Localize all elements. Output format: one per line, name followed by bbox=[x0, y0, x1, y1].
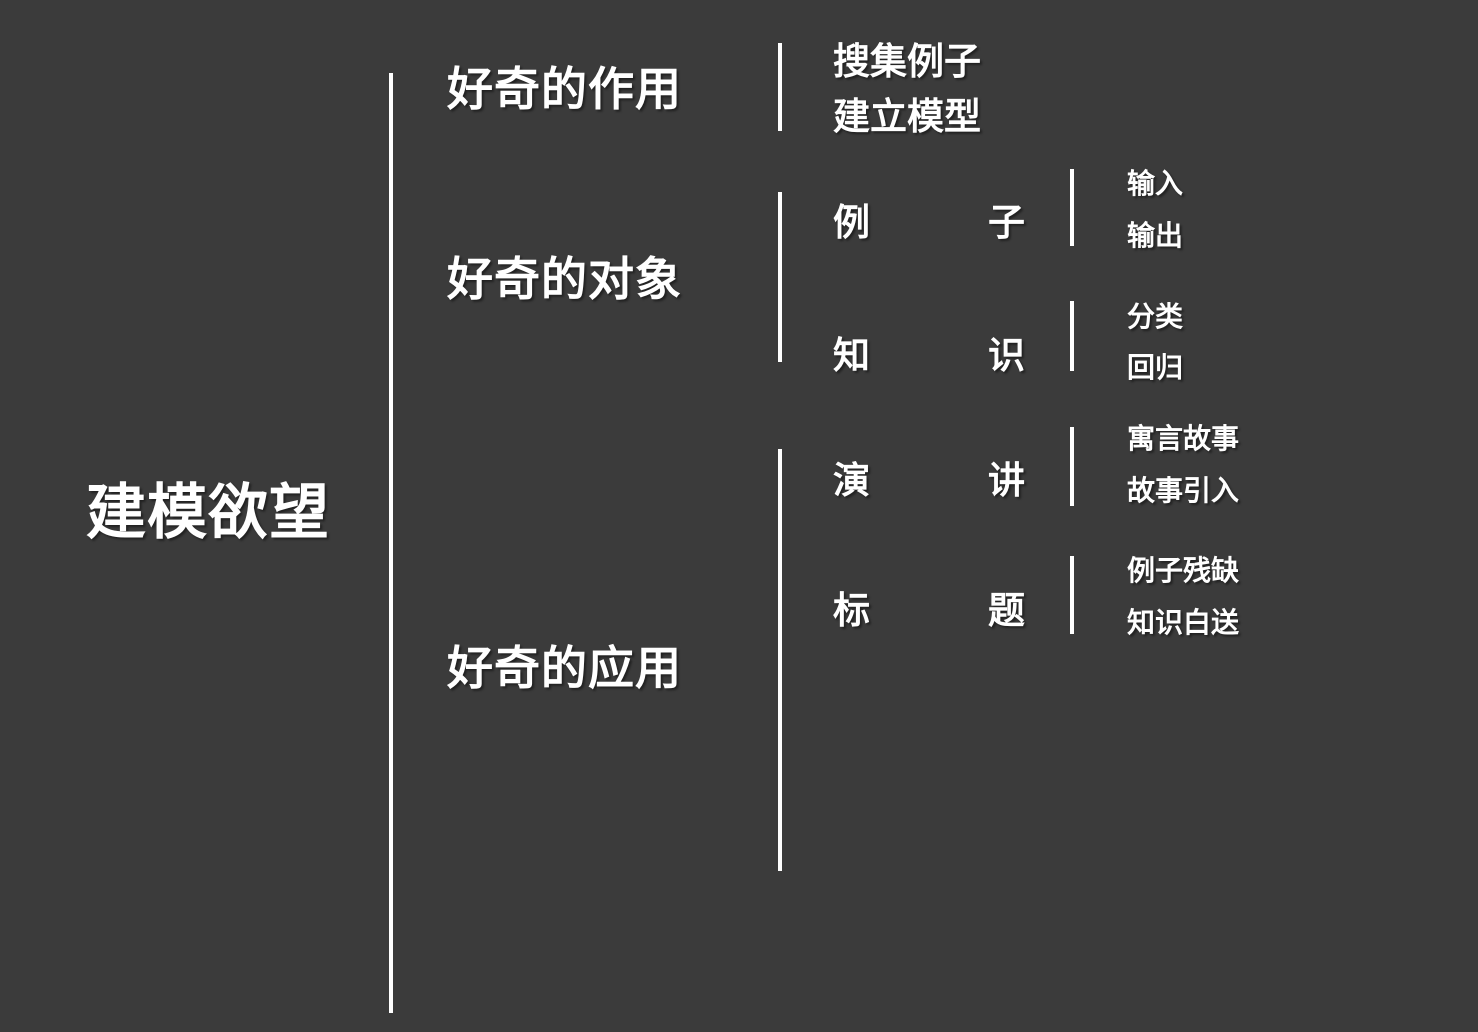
branch-label-1: 好奇的作用 bbox=[447, 63, 682, 115]
child-label-3-1: 演 讲 bbox=[833, 450, 1025, 504]
child-label-2-2-char-1: 知 bbox=[833, 335, 870, 376]
connector-child-3-2 bbox=[1070, 556, 1074, 634]
child-label-3-1-char-2: 讲 bbox=[988, 460, 1025, 501]
child-label-3-2-char-1: 标 bbox=[833, 590, 870, 631]
connector-child-3-1 bbox=[1070, 427, 1074, 506]
child-label-3-2-char-2: 题 bbox=[988, 590, 1025, 631]
connector-branch-2 bbox=[778, 192, 782, 362]
connector-child-2-1 bbox=[1070, 169, 1074, 246]
leaf-label-3-1-1: 寓言故事 bbox=[1127, 423, 1240, 454]
leaf-label-2-2-2: 回归 bbox=[1127, 352, 1184, 383]
connector-branch-1 bbox=[778, 43, 782, 131]
child-label-2-2: 知 识 bbox=[833, 325, 1025, 379]
leaf-label-2-1-1: 输入 bbox=[1127, 168, 1184, 199]
connector-child-2-2 bbox=[1070, 301, 1074, 371]
leaf-label-2-1-2: 输出 bbox=[1127, 220, 1184, 251]
child-label-3-2: 标 题 bbox=[833, 580, 1025, 634]
child-label-2-1-char-2: 子 bbox=[988, 202, 1025, 243]
child-label-2-1: 例 子 bbox=[833, 192, 1025, 246]
child-label-1-2: 建立模型 bbox=[833, 96, 981, 137]
connector-branch-3 bbox=[778, 449, 782, 871]
branch-label-2: 好奇的对象 bbox=[447, 253, 682, 305]
leaf-label-2-2-1: 分类 bbox=[1127, 301, 1184, 332]
root-node-label: 建模欲望 bbox=[86, 479, 330, 546]
leaf-label-3-1-2: 故事引入 bbox=[1127, 475, 1240, 506]
leaf-label-3-2-1: 例子残缺 bbox=[1127, 555, 1240, 586]
connector-root-spine bbox=[389, 73, 393, 1013]
child-label-2-1-char-1: 例 bbox=[833, 202, 870, 243]
branch-label-3: 好奇的应用 bbox=[447, 642, 682, 694]
leaf-label-3-2-2: 知识白送 bbox=[1127, 607, 1240, 638]
child-label-2-2-char-2: 识 bbox=[988, 335, 1025, 376]
child-label-3-1-char-1: 演 bbox=[833, 460, 870, 501]
child-label-1-1: 搜集例子 bbox=[833, 41, 981, 82]
